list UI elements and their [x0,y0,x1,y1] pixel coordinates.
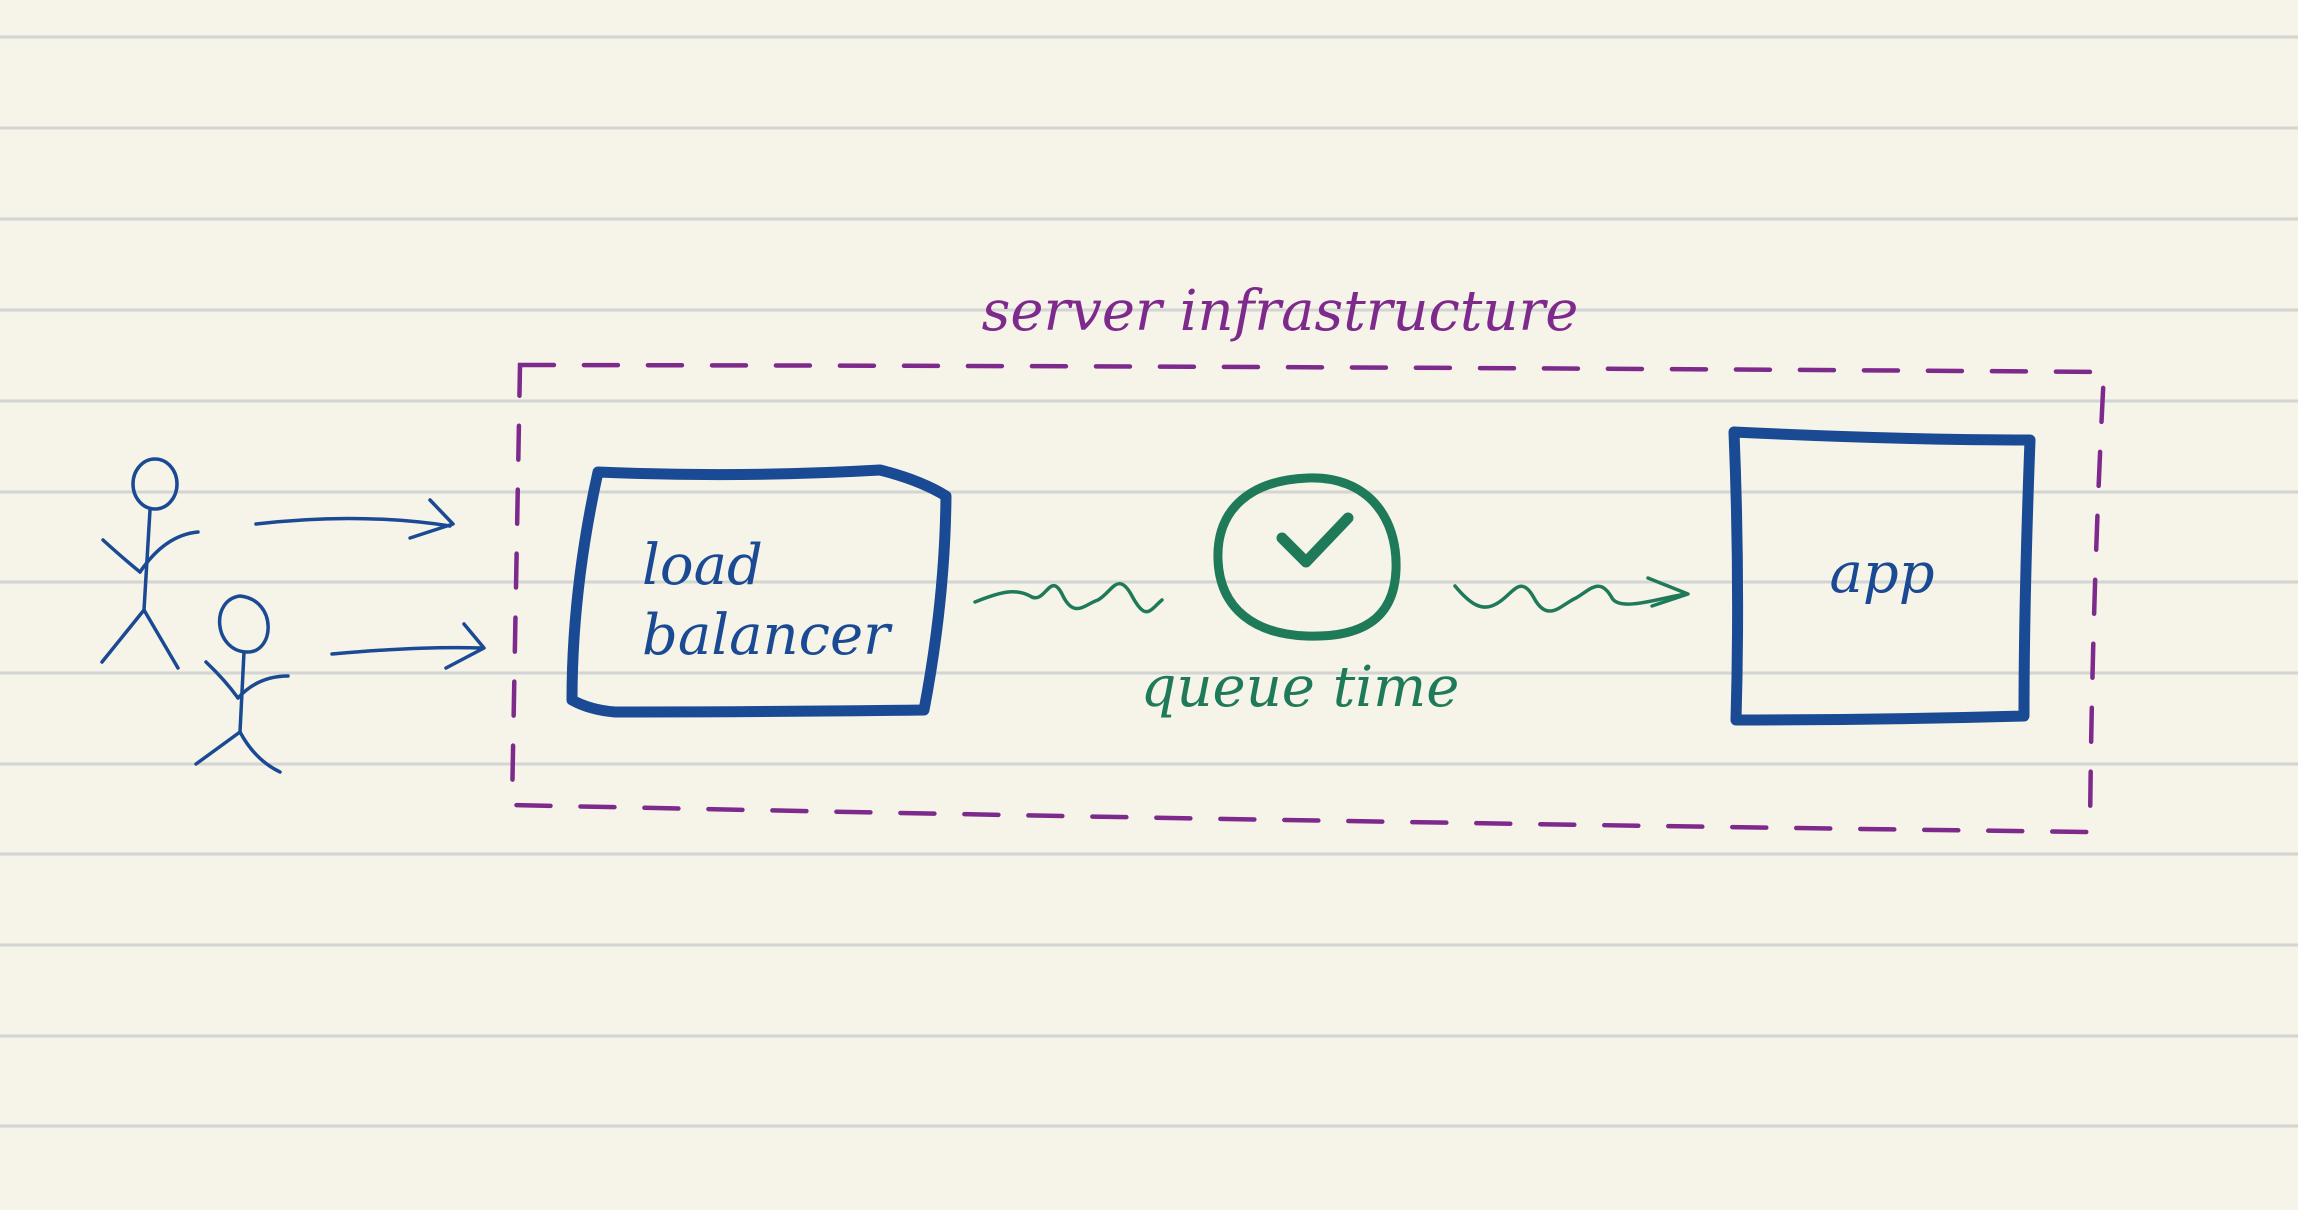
app-label: app [1829,541,1934,606]
app-box [1728,426,2036,726]
request-arrow [254,498,455,540]
load-balancer-box [566,464,952,718]
load-balancer-label: load balancer [642,533,893,668]
queue-to-app-arrow [1453,576,1690,613]
queue-wave-connector [973,581,1164,614]
load-balancer-label-line2: balancer [642,603,893,668]
queue-time-label: queue time [1141,655,1460,720]
request-arrow [330,622,486,670]
group-label: server infrastructure [982,279,1579,344]
queue-clock-icon [1213,473,1401,641]
load-balancer-label-line1: load [642,533,763,598]
user-stick-figure-icon [194,594,290,774]
user-stick-figure-icon [100,457,200,670]
